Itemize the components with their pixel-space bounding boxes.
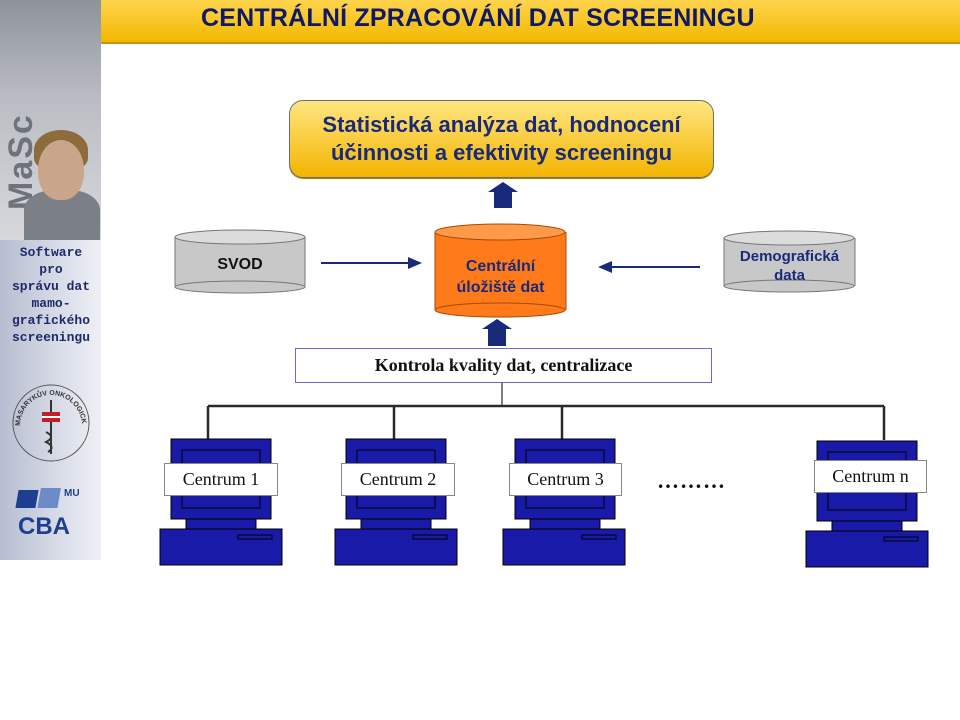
ellipsis: ………: [657, 468, 726, 493]
tagline-line: pro: [39, 262, 63, 277]
tagline-line: správu dat: [11, 279, 90, 294]
center-label-n: Centrum n: [814, 460, 927, 493]
cba-main-text: CBA: [18, 513, 70, 540]
up-arrow-icon: [482, 319, 512, 346]
sidebar-tagline: Software pro správu dat mamo- grafického…: [2, 244, 100, 346]
network-bus: [206, 382, 886, 440]
svod-label: SVOD: [217, 256, 263, 273]
cba-logo-icon: MU CBA: [15, 488, 80, 540]
quality-control-box: Kontrola kvality dat, centralizace: [295, 348, 712, 383]
page-title: CENTRÁLNÍ ZPRACOVÁNÍ DAT SCREENINGU: [201, 4, 755, 32]
demographic-label-1: Demografická: [739, 248, 840, 265]
computer-icon: [159, 438, 283, 566]
tagline-line: screeningu: [11, 330, 90, 345]
central-database-icon: [434, 223, 567, 318]
up-arrow-icon: [488, 182, 518, 208]
sidebar: MaSc Software pro správu dat mamo- grafi…: [0, 0, 101, 560]
computer-icon: [334, 438, 458, 566]
statistics-line-2: účinnosti a efektivity screeningu: [330, 140, 673, 165]
central-label-1: Centrální: [465, 258, 536, 275]
center-label-1: Centrum 1: [164, 463, 278, 496]
mou-logo-icon: MASARYKŮV ONKOLOGICKÝ ÚSTAV: [10, 382, 90, 462]
demographic-label-2: data: [774, 267, 805, 284]
computer-icon: [502, 438, 626, 566]
statistics-box: Statistická analýza dat, hodnocení účinn…: [289, 100, 714, 178]
demographic-database-icon: [723, 230, 856, 293]
cba-sub-text: MU: [64, 488, 80, 499]
central-label-2: úložiště dat: [456, 279, 545, 296]
left-arrow-icon: [598, 261, 700, 273]
title-bar: CENTRÁLNÍ ZPRACOVÁNÍ DAT SCREENINGU: [101, 0, 960, 44]
center-label-3: Centrum 3: [509, 463, 622, 496]
tagline-line: grafického: [11, 313, 90, 328]
right-arrow-icon: [321, 257, 422, 269]
tagline-line: Software: [19, 245, 83, 260]
statistics-line-1: Statistická analýza dat, hodnocení: [322, 112, 681, 137]
tagline-line: mamo-: [31, 296, 71, 311]
svod-database-icon: [174, 229, 306, 294]
masc-photo: MaSc: [0, 0, 101, 240]
center-label-2: Centrum 2: [341, 463, 455, 496]
portrait-face: [38, 140, 84, 200]
